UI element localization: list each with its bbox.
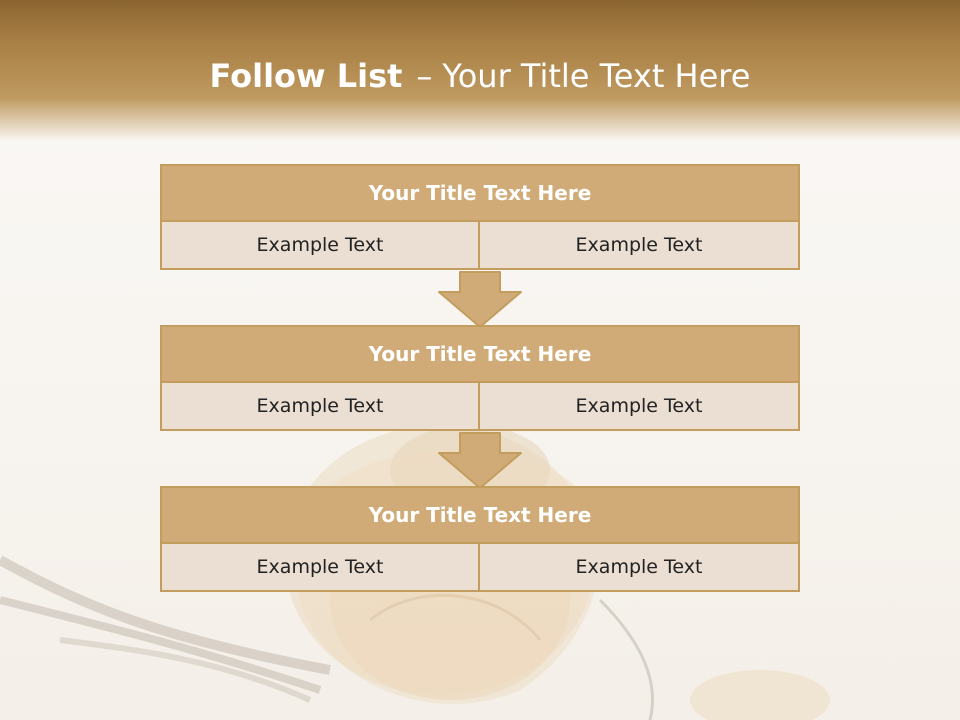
step-box-1: Your Title Text Here Example Text Exampl… [160, 164, 800, 270]
step-box-3: Your Title Text Here Example Text Exampl… [160, 486, 800, 592]
step-2-left-text: Example Text [162, 383, 480, 429]
slide-title: Follow List–Your Title Text Here [0, 52, 960, 100]
slide-title-rest: Your Title Text Here [442, 57, 751, 95]
down-arrow-icon [438, 432, 522, 489]
step-3-right-text: Example Text [575, 556, 703, 578]
step-1-right-text: Example Text [575, 234, 703, 256]
step-2-right-text: Example Text [575, 395, 703, 417]
step-title-1: Your Title Text Here [162, 166, 798, 222]
step-3-left-text: Example Text [162, 544, 480, 590]
slide-title-bold: Follow List [209, 57, 403, 95]
down-arrow-icon [438, 271, 522, 328]
step-title-3: Your Title Text Here [162, 488, 798, 544]
step-title-2: Your Title Text Here [162, 327, 798, 383]
step-1-left-text: Example Text [162, 222, 480, 268]
slide-title-separator: – [416, 57, 433, 95]
header-band [0, 0, 960, 140]
step-box-2: Your Title Text Here Example Text Exampl… [160, 325, 800, 431]
